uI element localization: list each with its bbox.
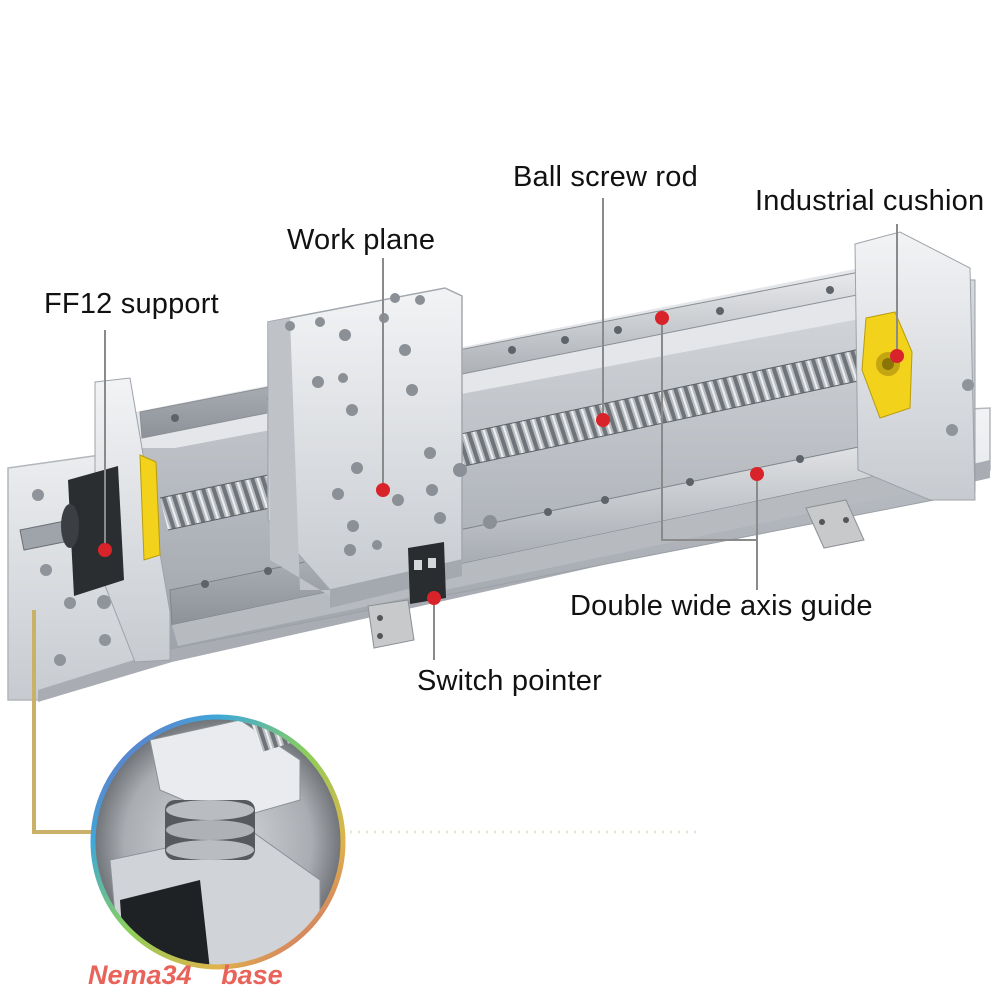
switch-pointer-block — [408, 542, 446, 604]
marker-switch — [427, 591, 441, 605]
label-ff12-support: FF12 support — [44, 288, 219, 320]
front-rail-face — [172, 460, 958, 646]
ff12-support-block — [68, 466, 124, 596]
leader-lines — [104, 198, 898, 660]
right-end-plate — [854, 231, 976, 501]
label-work-plane: Work plane — [287, 224, 436, 256]
work-plane-side — [268, 318, 330, 596]
inset-connector — [32, 610, 95, 834]
switch-bracket-left — [367, 599, 415, 649]
label-switch-pointer: Switch pointer — [417, 665, 602, 697]
marker-cushion — [890, 349, 904, 363]
caption-base: base — [221, 960, 283, 990]
inset-caption: Nema34 base — [88, 960, 283, 991]
marker-work-plane — [376, 483, 390, 497]
label-double-wide-axis-guide: Double wide axis guide — [570, 590, 873, 622]
marker-ff12 — [98, 543, 112, 557]
label-industrial-cushion: Industrial cushion — [755, 185, 985, 217]
label-ball-screw-rod: Ball screw rod — [513, 161, 698, 193]
marker-guide-back — [655, 311, 669, 325]
nema34-inset — [93, 717, 343, 967]
marker-points — [98, 311, 904, 605]
marker-ball-screw — [596, 413, 610, 427]
nema34-inset-ring — [90, 714, 346, 970]
marker-guide-front — [750, 467, 764, 481]
caption-nema34: Nema34 — [88, 960, 192, 990]
left-cushion — [139, 454, 161, 561]
switch-bracket-right — [805, 499, 865, 549]
